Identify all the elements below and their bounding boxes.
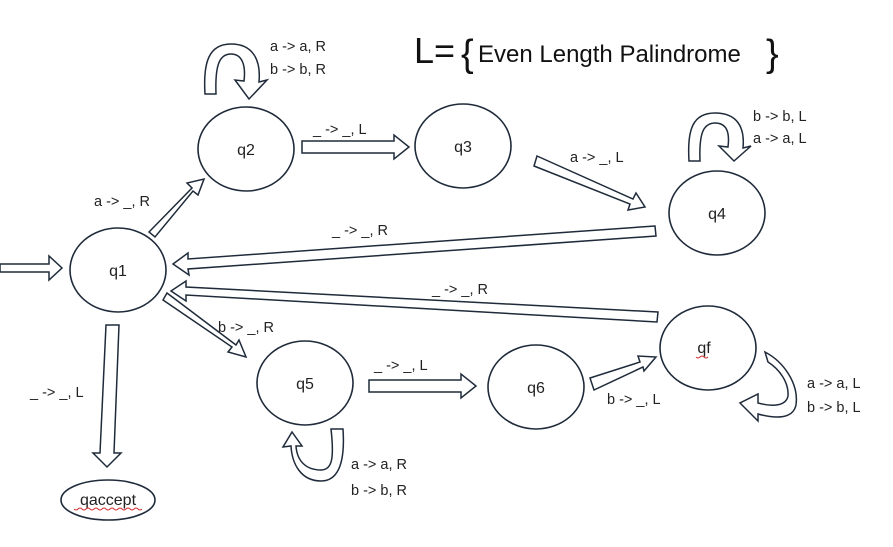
title-prefix: L=: [414, 30, 455, 71]
label-q2-to-q3: _ -> _, L: [312, 122, 367, 138]
state-q1: q1: [69, 227, 167, 313]
label-q5-to-q6: _ -> _, L: [373, 358, 428, 374]
label-q4-to-q1: _ -> _, R: [331, 223, 388, 239]
arrow-q2-to-q3: [301, 133, 411, 161]
arrow-q4-to-q1: [171, 225, 657, 277]
state-q6-label: q6: [527, 380, 545, 397]
spellcheck-underline: [73, 507, 143, 511]
label-q3-to-q4: a -> _, L: [570, 150, 624, 166]
state-q5-label: q5: [296, 376, 314, 393]
state-qaccept: qaccept: [60, 479, 156, 521]
arrow-qf-to-q1: [169, 279, 659, 323]
loop-qf: [738, 350, 798, 423]
label-q5-loop-line2: b -> b, R: [351, 483, 407, 499]
state-qaccept-label: qaccept: [80, 492, 137, 509]
label-q4-loop-line2: a -> a, L: [753, 131, 807, 147]
state-qf-label: qf: [697, 340, 711, 357]
state-q4: q4: [668, 170, 766, 256]
state-q4-label: q4: [708, 206, 726, 223]
arrow-q3-to-q4: [533, 154, 647, 211]
label-q1-to-q5: b -> _, R: [218, 320, 274, 336]
state-q3: q3: [414, 103, 512, 189]
label-q1-to-q2: a -> _, R: [94, 194, 150, 210]
label-q5-loop-line1: a -> a, R: [351, 457, 407, 473]
loop-q2: [203, 43, 270, 101]
loop-q4: [687, 112, 752, 163]
state-q2-label: q2: [237, 142, 255, 159]
state-q6: q6: [487, 344, 585, 430]
spellcheck-underline: [695, 355, 709, 359]
label-q1-to-qaccept: _ -> _, L: [29, 385, 84, 401]
label-qf-loop-line1: a -> a, L: [807, 376, 861, 392]
label-q2-loop-line2: b -> b, R: [270, 62, 326, 78]
state-q2: q2: [197, 106, 295, 192]
label-qf-loop-line2: b -> b, L: [807, 400, 861, 416]
state-q5: q5: [256, 340, 354, 426]
label-q4-loop-line1: b -> b, L: [753, 109, 807, 125]
title-open-brace: {: [461, 33, 474, 75]
title-text: Even Length Palindrome: [478, 41, 741, 68]
arrow-q5-to-q6: [368, 372, 478, 400]
label-qf-to-q1: _ -> _, R: [431, 282, 488, 298]
label-q2-loop-line1: a -> a, R: [270, 39, 326, 55]
arrow-q1-to-qaccept: [91, 324, 123, 469]
label-q6-to-qf: b -> _, L: [607, 392, 661, 408]
arrow-q1-to-q2: [147, 177, 206, 239]
start-arrow: [0, 254, 64, 282]
arrow-q1-to-q5: [162, 291, 248, 359]
loop-q5: [281, 428, 345, 482]
title-close-brace: }: [766, 33, 779, 75]
state-q1-label: q1: [109, 263, 127, 280]
state-qf: qf: [659, 305, 757, 391]
state-q3-label: q3: [454, 139, 472, 156]
arrow-q6-to-qf: [589, 355, 658, 392]
